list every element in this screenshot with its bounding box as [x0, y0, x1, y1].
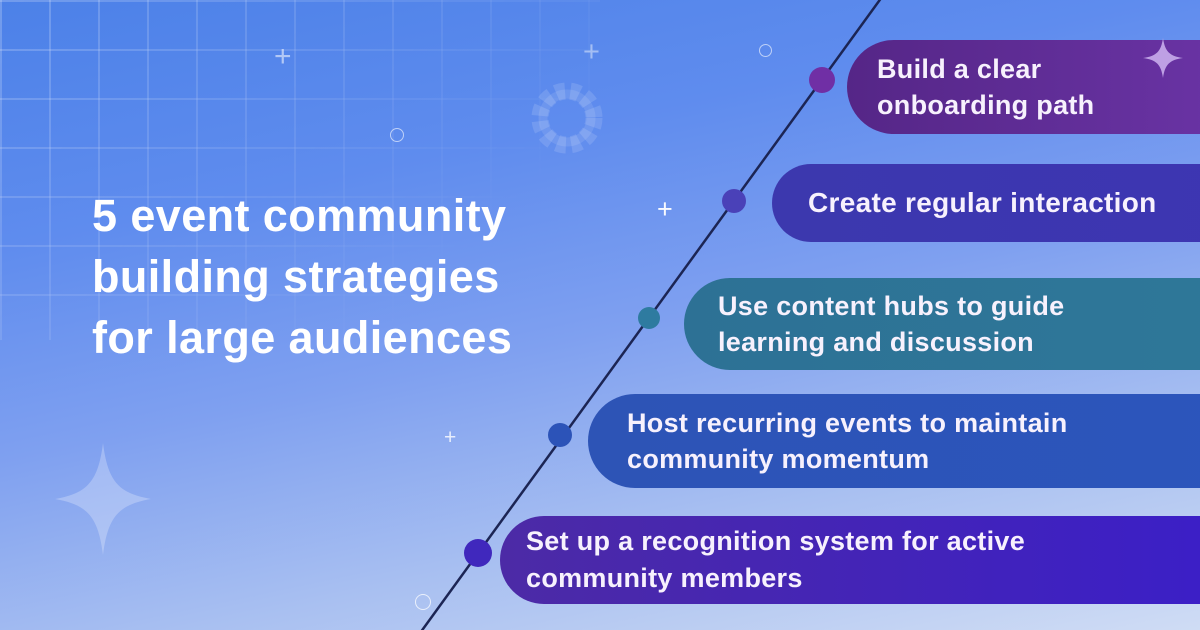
pill-label: Set up a recognition system for active c… [526, 526, 1026, 593]
pill-label: Use content hubs to guide learning and d… [718, 291, 1065, 357]
title-line-2: building strategies [92, 251, 500, 302]
node-dot-2 [722, 189, 746, 213]
node-dot-5 [464, 539, 492, 567]
node-dot-4 [548, 423, 572, 447]
pill-label: Build a clear onboarding path [877, 54, 1095, 120]
title-number: 5 [92, 190, 118, 241]
strategy-pill-1: Build a clear onboarding path [847, 40, 1200, 134]
circle-icon [415, 594, 431, 610]
pill-label: Host recurring events to maintain commun… [627, 408, 1068, 474]
strategy-pill-5: Set up a recognition system for active c… [500, 516, 1200, 604]
page-title: 5 event community building strategies fo… [92, 185, 672, 368]
node-dot-3 [638, 307, 660, 329]
circle-icon [390, 128, 404, 142]
plus-icon: + [657, 194, 673, 224]
plus-icon: + [274, 40, 292, 73]
grid-pattern [0, 0, 600, 340]
plus-icon: + [444, 426, 457, 449]
plus-icon: + [583, 36, 600, 68]
strategy-pill-4: Host recurring events to maintain commun… [588, 394, 1200, 488]
strategy-pill-3: Use content hubs to guide learning and d… [684, 278, 1200, 370]
node-dot-1 [809, 67, 835, 93]
pill-label: Create regular interaction [808, 187, 1157, 218]
sparkle-icon [1143, 38, 1183, 78]
title-line-1: 5 event community [92, 190, 507, 241]
circle-icon [759, 44, 772, 57]
strategy-pill-2: Create regular interaction [772, 164, 1200, 242]
title-line-3: for large audiences [92, 312, 513, 363]
